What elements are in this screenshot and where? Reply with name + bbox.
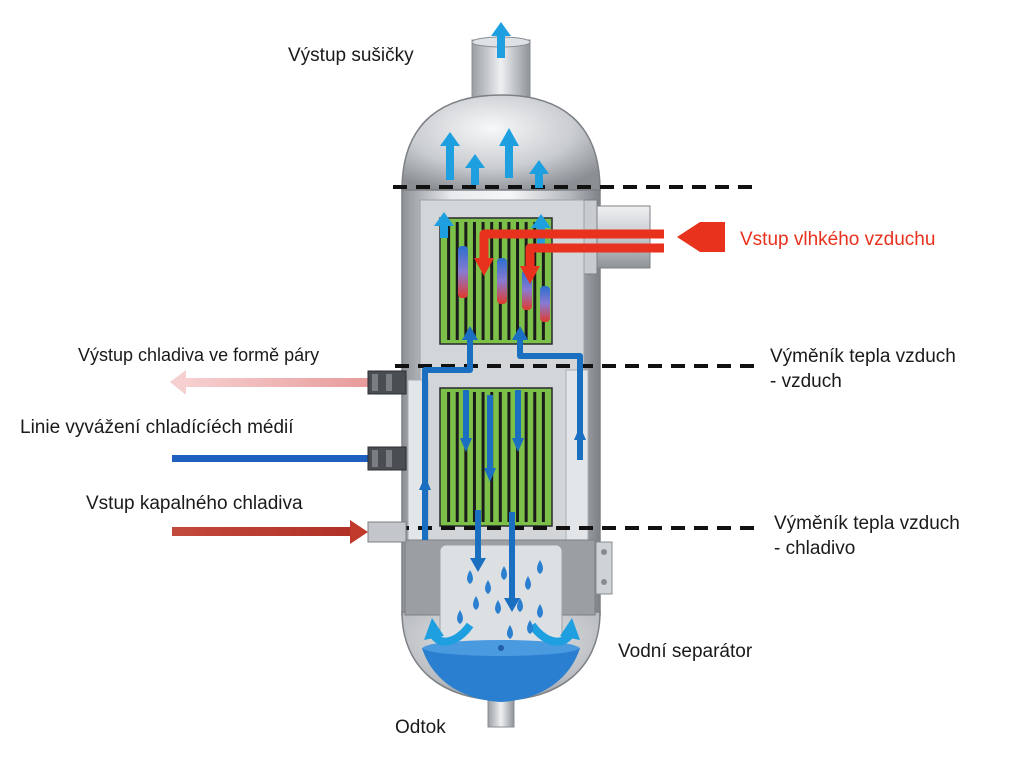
air-air-heat-exchanger <box>439 217 553 345</box>
section-dividers <box>393 185 762 530</box>
cooled-air-arrowheads <box>419 326 586 612</box>
cooled-air-flow <box>422 340 583 605</box>
refrigerant-vapor-outlet-line <box>170 370 407 395</box>
humid-air-inlet-arrow <box>677 222 725 252</box>
dryer-outlet-label: Výstup sušičky <box>288 45 414 66</box>
humid-air-inlet-label: Vstup vlhkého vzduchu <box>740 229 936 250</box>
dry-air-flow-arrows <box>434 22 551 244</box>
liquid-refrigerant-inlet-line <box>172 520 407 544</box>
water-droplets <box>457 560 543 639</box>
vessel <box>401 36 651 728</box>
humid-air-flow <box>479 229 664 270</box>
air-refrigerant-heat-exchanger <box>439 387 553 527</box>
separator-swirl-arrowheads <box>424 618 580 640</box>
refrigerant-vapor-outlet-label: Výstup chladiva ve formě páry <box>78 345 320 365</box>
refrigerant-balance-line <box>172 446 407 471</box>
air-air-hx-label-line2: - vzduch <box>770 371 842 392</box>
refrigerant-balance-line-label: Linie vyvážení chladícíéch médií <box>20 417 294 438</box>
humid-air-arrowheads <box>474 258 540 284</box>
drain-label: Odtok <box>395 717 446 738</box>
air-air-hx-label-line1: Výměník tepla vzduch <box>770 346 956 367</box>
air-refrigerant-hx-label-line2: - chladivo <box>774 538 856 559</box>
water-separator-label: Vodní separátor <box>618 641 753 662</box>
air-refrigerant-hx-label-line1: Výměník tepla vzduch <box>774 513 960 534</box>
liquid-refrigerant-inlet-label: Vstup kapalného chladiva <box>86 493 303 514</box>
